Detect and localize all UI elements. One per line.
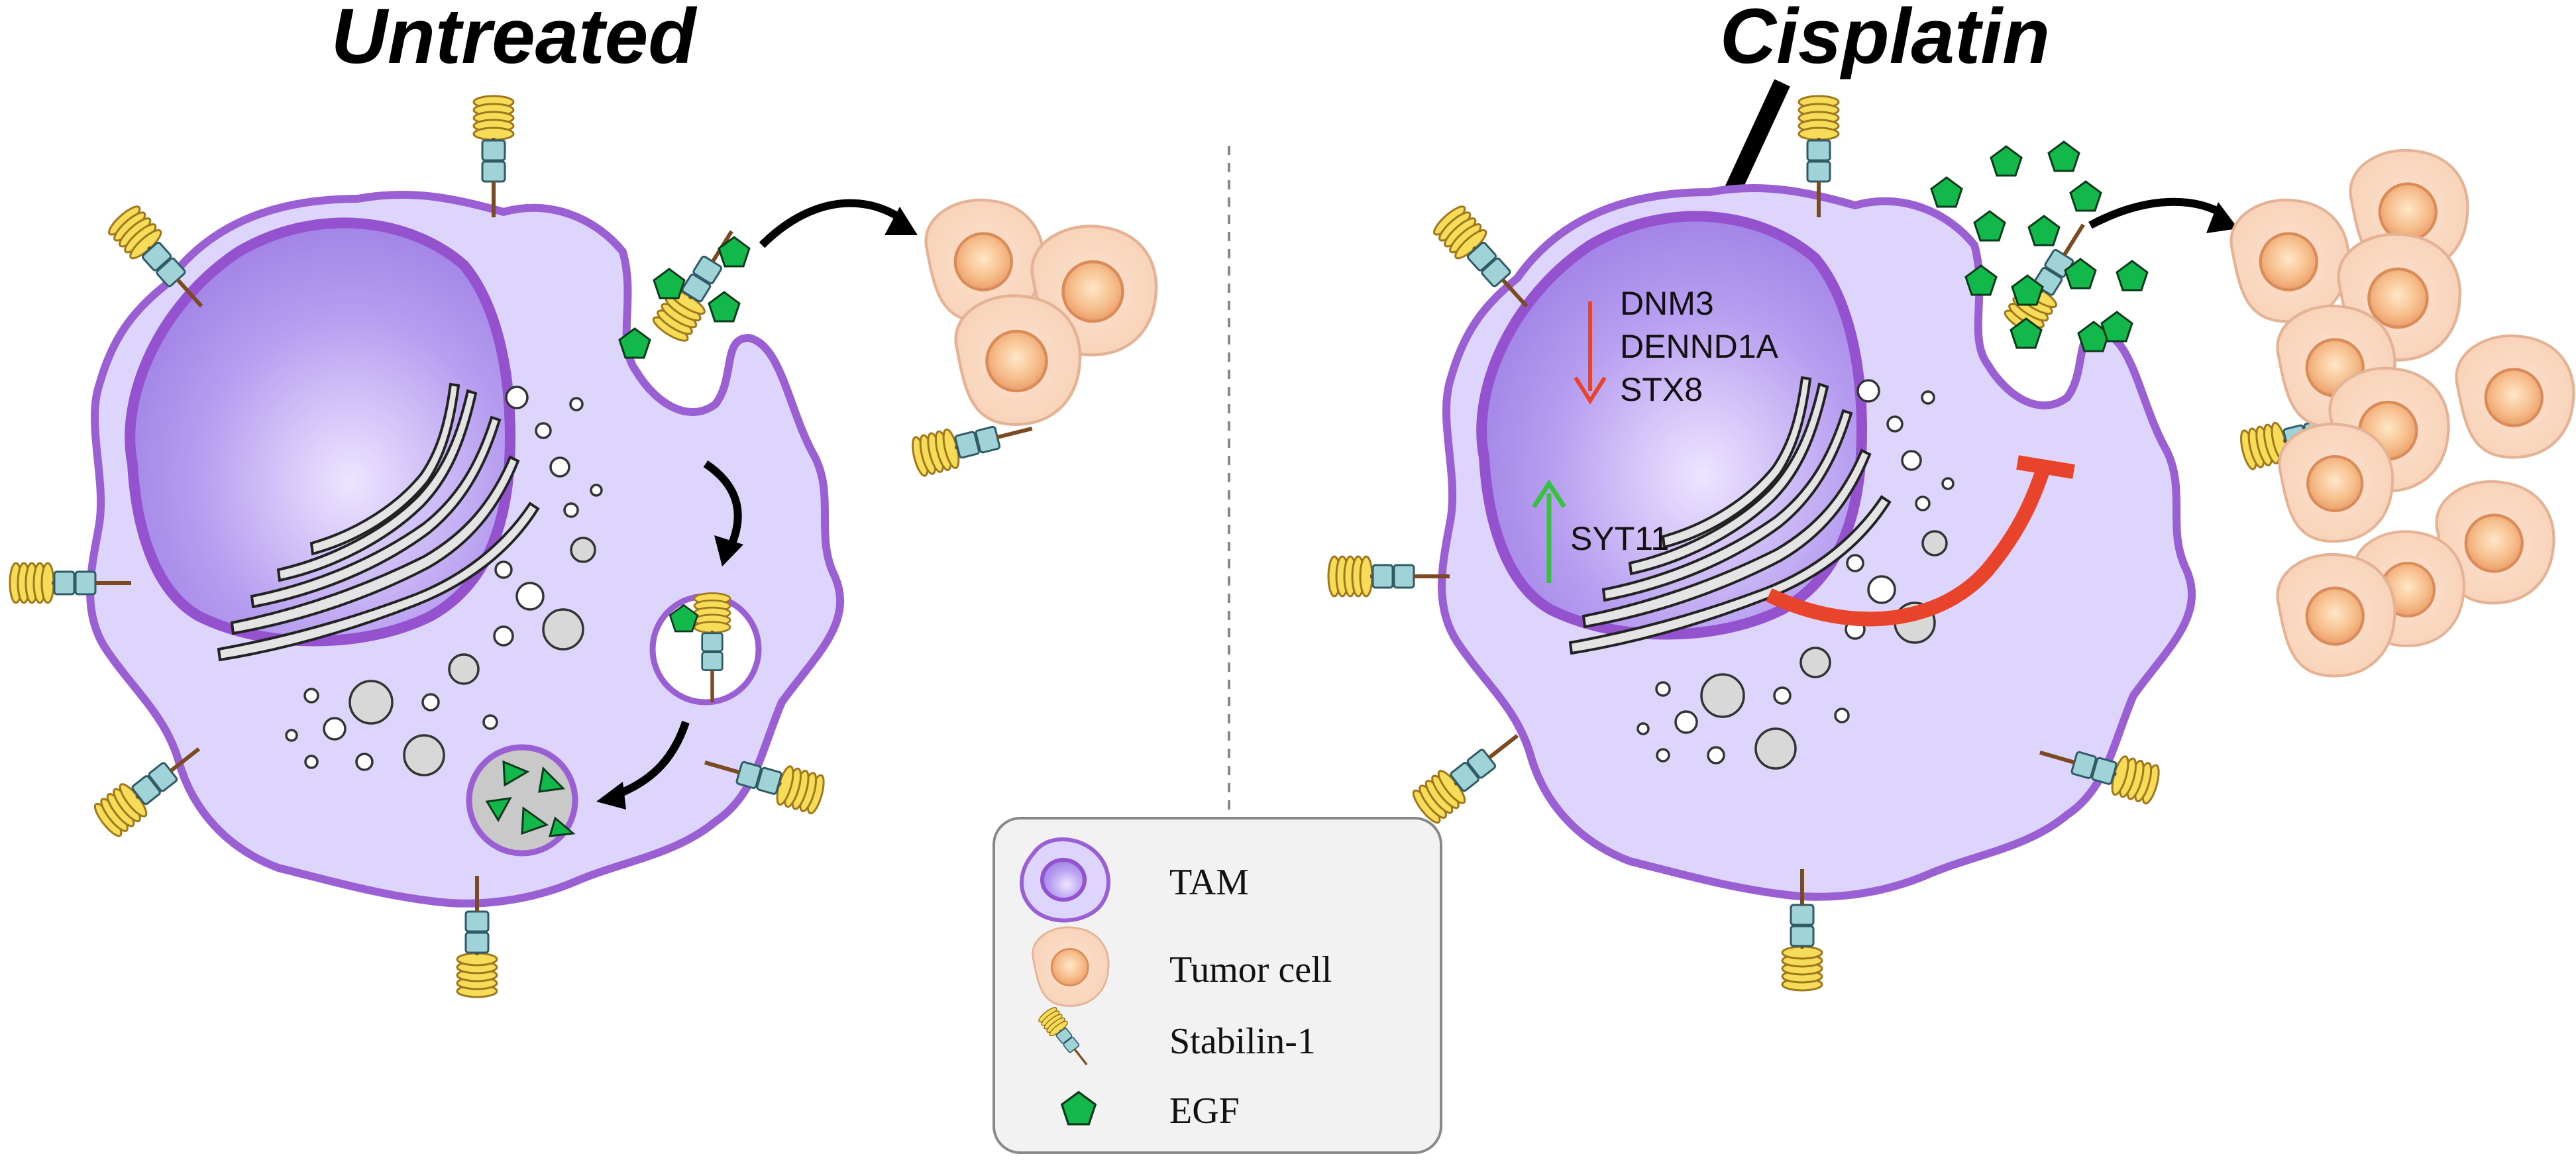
- stabilin-receptor-icon: [474, 96, 513, 217]
- egf-icon: [2069, 180, 2102, 212]
- egf-icon: [2100, 311, 2133, 343]
- egf-icon: [653, 268, 686, 299]
- lysosome-untreated: [466, 744, 578, 857]
- legend-box: [993, 817, 1442, 1154]
- down-arrow-icon: [1574, 376, 1607, 405]
- up-arrow-icon: [1532, 479, 1566, 508]
- gene-stx8: STX8: [1620, 371, 1703, 408]
- stabilin-receptor-icon: [1410, 720, 1530, 826]
- tumor-cell-icon: [2231, 200, 2349, 321]
- tam-cell-icon: [1020, 837, 1110, 923]
- tumor-cell-icon: [2279, 424, 2392, 541]
- egf-icon: [1973, 210, 2006, 242]
- egf-icon: [2116, 260, 2149, 291]
- untreated-title: Untreated: [331, 0, 698, 80]
- tumor-cell-icon: [956, 295, 1080, 424]
- legend-label-stabilin-1: Stabilin-1: [1169, 1021, 1316, 1062]
- tumor-cell-icon: [1032, 926, 1110, 1007]
- stabilin-receptor-icon: [1430, 203, 1541, 319]
- stabilin-receptor-icon: [1328, 556, 1450, 596]
- gene-dnm3: DNM3: [1620, 285, 1714, 322]
- legend-label-egf: EGF: [1169, 1090, 1240, 1132]
- gene-dennd1a: DENND1A: [1620, 328, 1779, 365]
- egf-icon: [2047, 140, 2080, 172]
- arrow-head: [885, 207, 918, 235]
- egf-icon: [708, 291, 741, 323]
- legend-label-tam: TAM: [1169, 862, 1249, 903]
- inhibition-bar: [2016, 455, 2075, 479]
- egf-icon: [1930, 176, 1963, 208]
- untreated-panel: Untreated: [10, 0, 1156, 997]
- inhibition-arc: [1766, 464, 2051, 627]
- legend: TAM Tumor cell Stabilin-1 EGF: [993, 817, 1442, 1154]
- gene-syt11: SYT11: [1570, 520, 1669, 557]
- cisplatin-title: Cisplatin: [1720, 0, 2050, 80]
- tumor-cell-icon: [2278, 554, 2395, 676]
- cisplatin-panel: Cisplatin DNM3 DENND1A STX8 SYT11: [1328, 0, 2574, 990]
- tumor-cell-icon: [2457, 336, 2574, 457]
- egf-icon: [2027, 215, 2061, 246]
- legend-label-tumor-cell: Tumor cell: [1169, 949, 1332, 990]
- egf-icon: [1990, 145, 2023, 177]
